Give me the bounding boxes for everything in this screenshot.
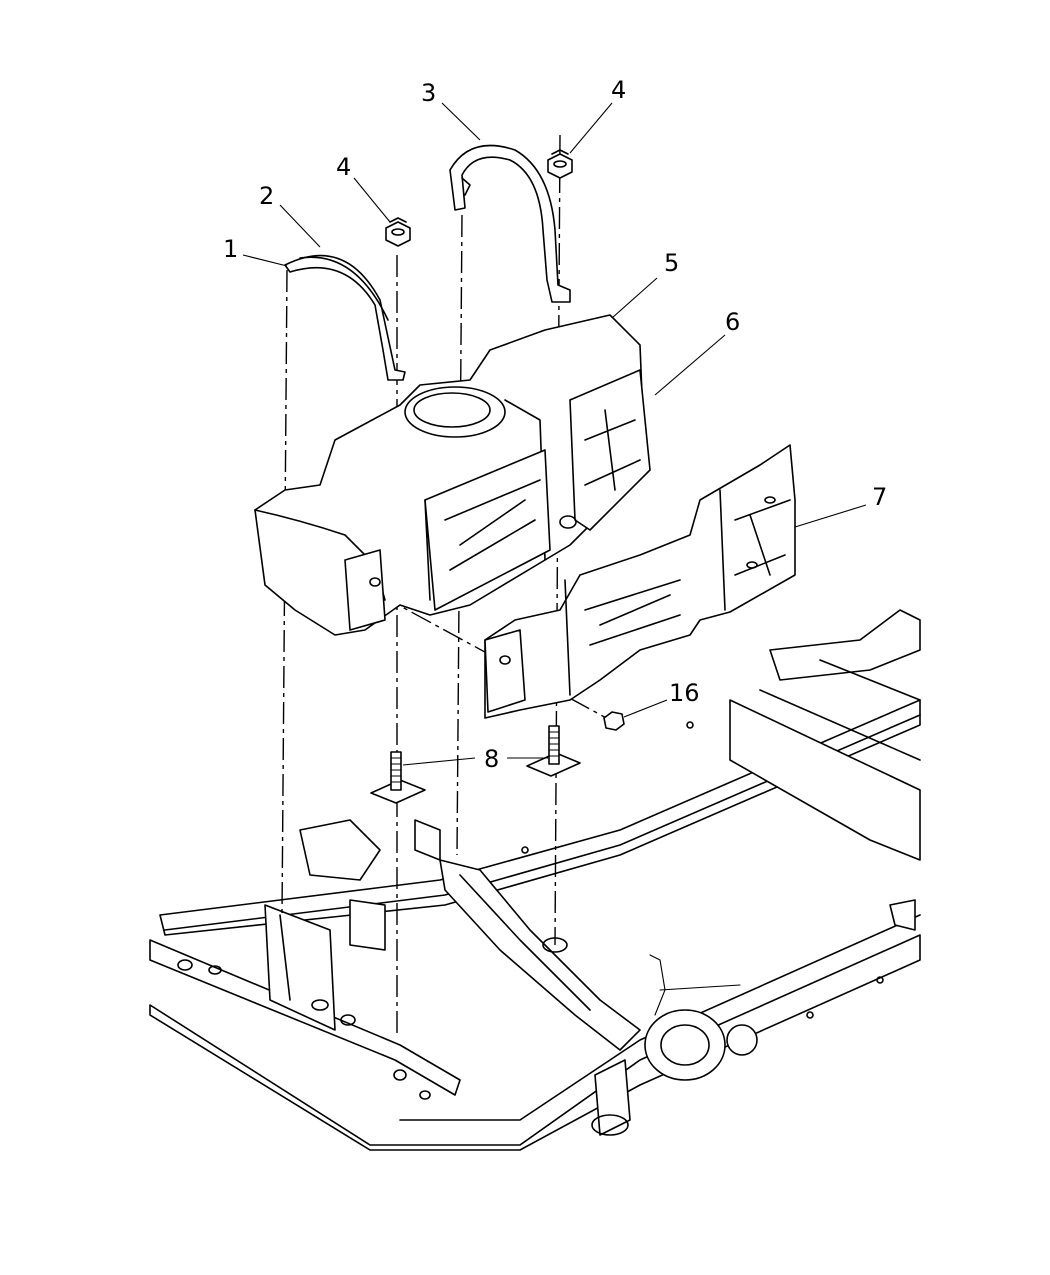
- strap-nut-left: [385, 217, 411, 247]
- fuel-tank: [254, 314, 651, 636]
- callout-labels: 1 2 3 4 4 5 6 7 8 16: [223, 76, 887, 773]
- callout-7: 7: [872, 483, 887, 511]
- push-retainer: [603, 711, 625, 731]
- callout-3: 3: [421, 79, 436, 107]
- callout-1: 1: [223, 235, 238, 263]
- callout-6: 6: [725, 308, 740, 336]
- callout-4-right: 4: [611, 76, 626, 104]
- strap-nut-right: [547, 149, 573, 179]
- fuel-tank-strap-right: [449, 144, 571, 303]
- fuel-tank-strap-left: [284, 254, 406, 381]
- leader-lines: [242, 102, 867, 766]
- callout-8: 8: [484, 745, 499, 773]
- callout-16: 16: [669, 679, 700, 707]
- stud-bolt-right: [526, 725, 581, 777]
- vehicle-frame: [149, 609, 921, 1151]
- fuel-tank-skid-plate: [484, 444, 796, 719]
- callout-4-left: 4: [336, 153, 351, 181]
- callout-5: 5: [664, 249, 679, 277]
- callout-2: 2: [259, 182, 274, 210]
- stud-bolt-left: [370, 751, 426, 804]
